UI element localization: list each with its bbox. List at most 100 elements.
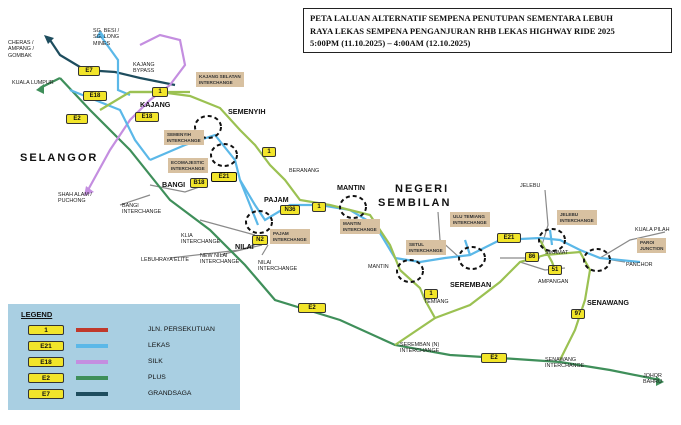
place-jelebu: JELEBU bbox=[520, 183, 541, 189]
map-title: PETA LALUAN ALTERNATIF SEMPENA PENUTUPAN… bbox=[303, 8, 672, 53]
shield-n2: N2 bbox=[252, 235, 268, 245]
place-bangi-ic: BANGI INTERCHANGE bbox=[122, 203, 162, 216]
place-senawang-ic: SENAWANG INTERCHANGE bbox=[545, 357, 585, 370]
legend-swatch bbox=[76, 392, 108, 396]
local-road-jelebu bbox=[541, 189, 549, 246]
closure-ecomajestic bbox=[210, 143, 238, 167]
legend-label: GRANDSAGA bbox=[148, 390, 192, 397]
place-sgbesi: SG. BESI / SG. LONG MINES bbox=[93, 28, 120, 47]
silk-e18-route bbox=[87, 33, 187, 191]
place-kuala-lumpur: KUALA LUMPUR bbox=[12, 80, 54, 86]
shield-b18: B18 bbox=[190, 178, 208, 188]
shield-e2-nilai: E2 bbox=[298, 303, 326, 313]
legend-title: LEGEND bbox=[21, 310, 53, 319]
region-sembilan: SEMBILAN bbox=[378, 197, 452, 209]
shield-r86: 86 bbox=[525, 252, 539, 262]
ic-ulu-temiang: ULU TEMIANG INTERCHANGE bbox=[450, 212, 490, 228]
ic-semenyih: SEMENYIH INTERCHANGE bbox=[164, 130, 204, 146]
grandsaga-e7-route bbox=[49, 39, 176, 87]
legend-swatch bbox=[76, 328, 108, 332]
local-road-kpilah bbox=[599, 231, 666, 259]
shield-e2-kl: E2 bbox=[66, 114, 88, 124]
legend-shield: 1 bbox=[28, 325, 64, 335]
shield-e21-seremban: E21 bbox=[497, 233, 521, 243]
legend-shield: E2 bbox=[28, 373, 64, 383]
place-new-nilai-ic: NEW NILAI INTERCHANGE bbox=[200, 253, 240, 266]
legend-shield: E18 bbox=[28, 357, 64, 367]
place-klia-ic: KLIA INTERCHANGE bbox=[181, 233, 221, 246]
route-arrows bbox=[36, 30, 664, 386]
place-beranang: BERANANG bbox=[289, 168, 320, 174]
legend-item-federal: 1 JLN. PERSEKUTUAN bbox=[28, 325, 238, 336]
legend: LEGEND 1 JLN. PERSEKUTUAN E21 LEKAS E18 … bbox=[8, 304, 240, 410]
shield-e18-kl: E18 bbox=[83, 91, 107, 101]
region-selangor: SELANGOR bbox=[20, 152, 99, 164]
ic-pajam: PAJAM INTERCHANGE bbox=[270, 229, 310, 245]
legend-swatch bbox=[76, 360, 108, 364]
town-kajang: KAJANG bbox=[140, 100, 171, 109]
shield-r1-kajang: 1 bbox=[152, 87, 168, 97]
place-kajang-bypass: KAJANG BYPASS bbox=[133, 62, 155, 75]
arrow-sgbesi bbox=[96, 30, 106, 38]
place-mantin-small: MANTIN bbox=[368, 264, 389, 270]
town-senawang: SENAWANG bbox=[587, 298, 629, 307]
closure-setul bbox=[396, 259, 424, 283]
local-road-nilai bbox=[261, 244, 269, 256]
arrow-shahalam bbox=[84, 186, 94, 196]
place-temiang: TEMIANG bbox=[424, 299, 449, 305]
ic-ecomajestic: ECOMAJESTIC INTERCHANGE bbox=[168, 158, 208, 174]
place-nilai-ic: NILAI INTERCHANGE bbox=[258, 260, 298, 273]
town-nilai: NILAI bbox=[235, 242, 254, 251]
fed-seremban bbox=[394, 269, 437, 346]
region-negeri: NEGERI bbox=[395, 183, 450, 195]
ic-paroi: PAROI JUNCTION bbox=[637, 238, 667, 254]
closure-ulutemiang bbox=[458, 246, 486, 270]
legend-label: SILK bbox=[148, 358, 163, 365]
legend-label: LEKAS bbox=[148, 342, 170, 349]
title-line-2: RAYA LEKAS SEMPENA PENGANJURAN RHB LEKAS… bbox=[310, 25, 615, 36]
place-panchor: PANCHOR bbox=[626, 262, 653, 268]
place-ampangan: AMPANGAN bbox=[538, 279, 569, 285]
shield-e2-seremban: E2 bbox=[481, 353, 507, 363]
legend-shield: E21 bbox=[28, 341, 64, 351]
closure-semenyih bbox=[194, 115, 222, 139]
shield-e21-bangi: E21 bbox=[211, 172, 237, 182]
title-line-3: 5:00PM (11.10.2025) – 4:00AM (12.10.2025… bbox=[310, 38, 471, 49]
shield-r1-semenyih: 1 bbox=[262, 147, 276, 157]
place-kuala-pilah: KUALA PILAH bbox=[635, 227, 670, 233]
legend-item-silk: E18 SILK bbox=[28, 357, 238, 368]
closure-markers bbox=[194, 115, 611, 283]
legend-label: JLN. PERSEKUTUAN bbox=[148, 326, 215, 333]
local-roads bbox=[119, 184, 666, 271]
place-shah-alam: SHAH ALAM / PUCHONG bbox=[58, 192, 92, 205]
shield-e7: E7 bbox=[78, 66, 100, 76]
ic-kajang-selatan: KAJANG SELATAN INTERCHANGE bbox=[196, 72, 244, 88]
shield-r1-temiang: 1 bbox=[424, 289, 438, 299]
place-cheras: CHERAS / AMPANG / GOMBAK bbox=[8, 40, 34, 59]
fed-senawang bbox=[434, 250, 592, 361]
closure-pajam bbox=[245, 210, 273, 234]
shield-e18-kajang: E18 bbox=[135, 112, 159, 122]
local-road-klia bbox=[199, 219, 256, 236]
arrow-kl bbox=[36, 84, 44, 94]
closure-mantin bbox=[339, 195, 367, 219]
closure-jelebu bbox=[538, 228, 566, 252]
local-road-bangi-ic bbox=[119, 194, 151, 206]
arrow-cheras bbox=[44, 35, 54, 44]
ic-mantin: MANTIN INTERCHANGE bbox=[340, 219, 380, 235]
shield-r1-mantin: 1 bbox=[312, 202, 326, 212]
place-johor-bahru: JOHOR BAHRU bbox=[643, 373, 662, 386]
legend-swatch bbox=[76, 344, 108, 348]
legend-label: PLUS bbox=[148, 374, 166, 381]
town-bangi: BANGI bbox=[162, 180, 186, 189]
town-semenyih: SEMENYIH bbox=[228, 107, 266, 116]
lekas-b1 bbox=[238, 179, 260, 226]
lekas-jelebu bbox=[548, 229, 554, 246]
place-lebuhraya-elite: LEBUHRAYA ELITE bbox=[141, 257, 190, 263]
shield-n36: N36 bbox=[280, 205, 300, 215]
legend-item-plus: E2 PLUS bbox=[28, 373, 238, 384]
lekas-up bbox=[99, 34, 131, 97]
place-seremban-n-ic: SEREMBAN (N) INTERCHANGE bbox=[400, 342, 440, 355]
local-road-newnilai bbox=[219, 244, 263, 256]
